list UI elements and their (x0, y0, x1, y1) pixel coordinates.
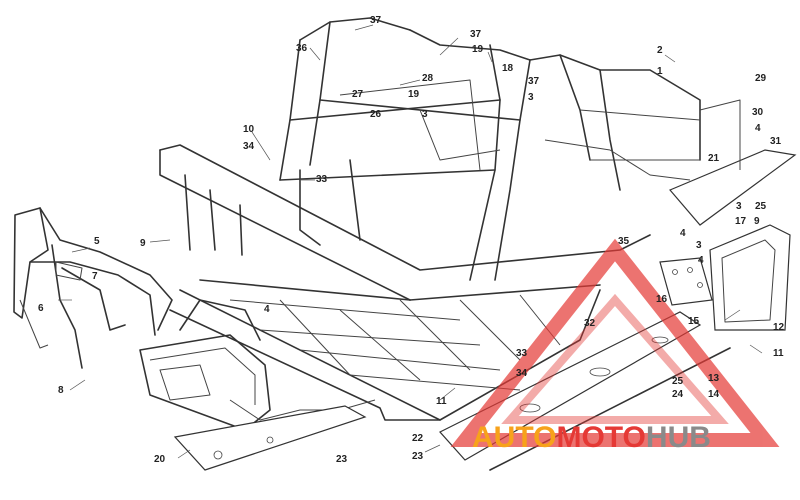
callout-29: 29 (755, 73, 767, 84)
callout-32: 32 (584, 318, 596, 329)
callout-3: 3 (528, 92, 534, 103)
callout-14: 14 (708, 389, 720, 400)
watermark-brand-part2: MOTO (556, 421, 645, 454)
callout-30: 30 (752, 107, 764, 118)
callout-34: 34 (516, 368, 528, 379)
callout-37: 37 (528, 76, 540, 87)
callout-3: 3 (736, 201, 742, 212)
callout-23: 23 (336, 454, 348, 465)
callout-13: 13 (708, 373, 720, 384)
callout-2: 2 (657, 45, 663, 56)
front-suspension-mount (139, 299, 376, 431)
watermark-triangle-outer (450, 238, 780, 447)
rear-bracket (659, 257, 713, 306)
callout-12: 12 (773, 322, 785, 333)
callout-34: 34 (243, 141, 255, 152)
callout-18: 18 (502, 63, 514, 74)
callout-20: 20 (154, 454, 166, 465)
watermark-brand-part3: HUB (646, 421, 711, 454)
callout-28: 28 (422, 73, 434, 84)
callout-5: 5 (94, 236, 100, 247)
rear-side-panel (709, 224, 791, 331)
callout-4: 4 (680, 228, 686, 239)
callout-16: 16 (656, 294, 668, 305)
callout-17: 17 (735, 216, 747, 227)
front-bumper-assembly (13, 207, 173, 369)
callout-3: 3 (422, 109, 428, 120)
callout-4: 4 (698, 255, 704, 266)
watermark-triangle (450, 238, 780, 447)
callout-37: 37 (470, 29, 482, 40)
front-skid-plate (173, 405, 367, 471)
watermark-brand: AUTOMOTOHUB (472, 421, 711, 454)
callout-10: 10 (243, 124, 255, 135)
callout-9: 9 (754, 216, 760, 227)
callout-33: 33 (316, 174, 328, 185)
rear-skid-plate (439, 311, 731, 471)
callout-22: 22 (412, 433, 424, 444)
callout-15: 15 (688, 316, 700, 327)
callout-24: 24 (672, 389, 684, 400)
callout-27: 27 (352, 89, 364, 100)
leader-lines (58, 24, 763, 459)
callout-26: 26 (370, 109, 382, 120)
rear-cargo-frame (669, 99, 797, 226)
watermark-triangle-inner (501, 293, 729, 424)
callout-7: 7 (92, 271, 98, 282)
callout-6: 6 (38, 303, 44, 314)
callout-9: 9 (140, 238, 146, 249)
callout-19: 19 (408, 89, 420, 100)
callout-37: 37 (370, 15, 382, 26)
main-chassis-frame (159, 144, 651, 421)
callout-11: 11 (436, 396, 447, 407)
callout-25: 25 (672, 376, 684, 387)
callout-4: 4 (264, 304, 270, 315)
callout-3: 3 (696, 240, 702, 251)
callout-8: 8 (58, 385, 64, 396)
callout-33: 33 (516, 348, 528, 359)
callout-36: 36 (296, 43, 308, 54)
callout-31: 31 (770, 136, 782, 147)
callout-11: 11 (773, 348, 784, 359)
callout-19: 19 (472, 44, 484, 55)
callout-23: 23 (412, 451, 424, 462)
watermark-brand-part1: AUTO (472, 421, 556, 454)
callout-21: 21 (708, 153, 720, 164)
callout-1: 1 (657, 66, 663, 77)
callout-labels: 37 37 37 36 19 18 2 1 28 27 19 26 3 3 29… (38, 15, 785, 465)
callout-35: 35 (618, 236, 630, 247)
callout-4: 4 (755, 123, 761, 134)
callout-25: 25 (755, 201, 767, 212)
